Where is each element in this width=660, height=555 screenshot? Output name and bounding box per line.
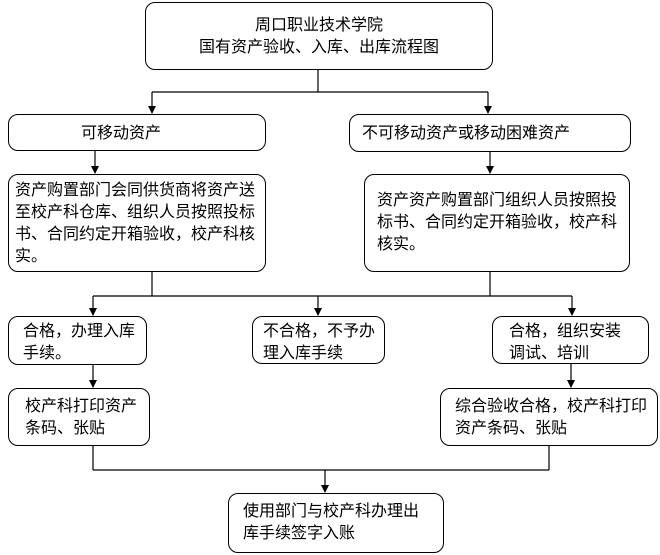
movable-receive-box: 资产购置部门会同供货商将资产送至校产科仓库、组织人员按照投标书、合同约定开箱验收…	[8, 174, 266, 272]
outbound-box: 使用部门与校产科办理出库手续签字入账	[228, 493, 444, 553]
title-line-2: 国有资产验收、入库、出库流程图	[198, 37, 439, 56]
title-line-1: 周口职业技术学院	[254, 15, 383, 34]
qualified-install-box: 合格，组织安装调试、培训	[492, 316, 649, 364]
immovable-assets-box: 不可移动资产或移动困难资产	[349, 114, 631, 152]
unqualified-box: 不合格，不予办理入库手续	[252, 316, 385, 364]
print-barcode-left-box: 校产科打印资产条码、张贴	[8, 388, 150, 446]
print-barcode-right-box: 综合验收合格，校产科打印资产条码、张贴	[440, 388, 658, 446]
immovable-receive-box: 资产资产购置部门组织人员按照投标书、合同约定开箱验收，校产科核实。	[364, 174, 630, 272]
title-box: 周口职业技术学院 国有资产验收、入库、出库流程图	[145, 2, 493, 70]
qualified-storage-box: 合格，办理入库手续。	[8, 316, 147, 365]
movable-assets-box: 可移动资产	[8, 114, 266, 151]
